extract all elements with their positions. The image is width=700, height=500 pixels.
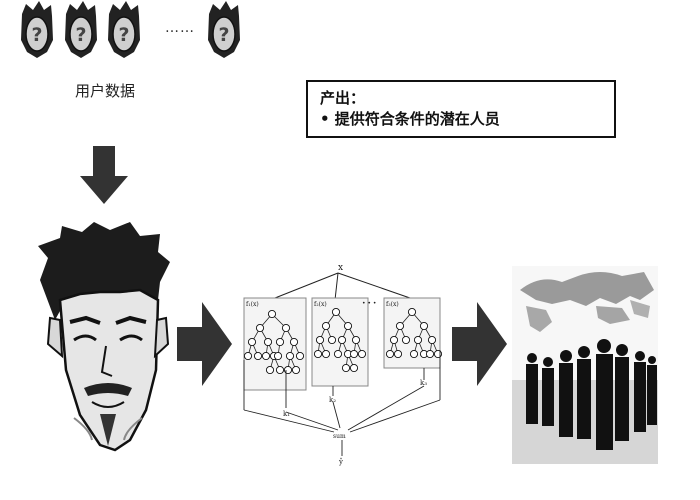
face-illustration-icon (38, 222, 170, 452)
tree-ensemble-diagram: x f₁(x) f₂(x) f₃(x) • • • (243, 263, 443, 466)
user-silhouette-icon (207, 0, 241, 59)
user-silhouette-icon (64, 0, 98, 59)
output-label: ŷ (338, 458, 343, 466)
user-data-label: 用户数据 (75, 82, 136, 100)
tree-box-label: f₂(x) (314, 301, 327, 308)
user-silhouette-icons (20, 0, 241, 59)
sum-label: sum (333, 433, 346, 440)
tree-box-label: f₁(x) (246, 301, 259, 308)
output-box: 产出： • 提供符合条件的潜在人员 (306, 80, 616, 138)
leaf-label: k₃ (420, 379, 427, 387)
output-item: • 提供符合条件的潜在人员 (320, 110, 500, 128)
output-title: 产出： (320, 89, 366, 107)
right-arrow-icon (177, 302, 232, 386)
user-silhouette-icon (20, 0, 54, 59)
tree-dots: • • • (362, 300, 376, 307)
root-label: x (338, 263, 343, 273)
down-arrow-icon (80, 146, 128, 204)
leaf-label: k₂ (329, 396, 336, 404)
business-people-image (512, 266, 658, 464)
user-silhouette-icon (107, 0, 141, 59)
right-arrow-icon (452, 302, 507, 386)
tree-box-label: f₃(x) (386, 301, 399, 308)
ellipsis-text: …… (165, 20, 195, 36)
leaf-label: k₁ (283, 410, 290, 418)
